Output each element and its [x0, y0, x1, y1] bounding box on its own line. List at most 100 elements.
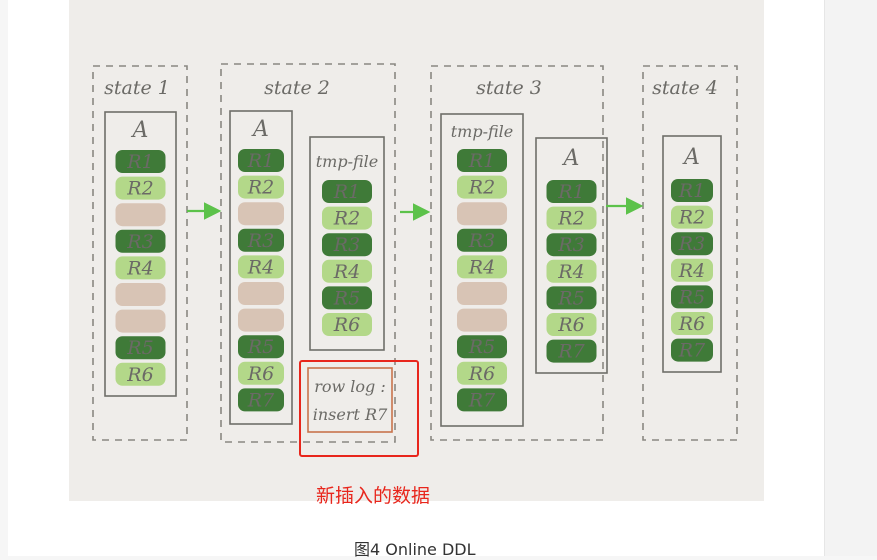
row-label-r5: R5	[247, 336, 274, 358]
row-label-r5: R5	[126, 337, 153, 359]
row-r5	[115, 336, 166, 360]
row-label-r3: R3	[126, 231, 153, 253]
row-label-r1: R1	[126, 151, 153, 173]
row-r7	[238, 388, 284, 412]
right-side-panel	[824, 0, 877, 556]
row-empty	[115, 203, 166, 227]
row-label-r1: R1	[468, 150, 495, 172]
figure-caption: 图4 Online DDL	[354, 540, 476, 559]
row-label-r1: R1	[247, 150, 274, 172]
row-r5	[457, 335, 507, 359]
row-label-r2: R2	[333, 208, 360, 230]
state-2-group: state 2AR1R2R3R4R5R6R7tmp-fileR1R2R3R4R5…	[220, 63, 419, 457]
row-empty	[238, 282, 284, 305]
row-label-r4: R4	[678, 260, 705, 282]
row-r4	[671, 258, 713, 282]
row-label-r1: R1	[333, 181, 360, 203]
row-r5	[322, 286, 372, 310]
row-r7	[546, 339, 597, 363]
row-label-r5: R5	[333, 287, 360, 309]
state-3-label: state 3	[476, 77, 542, 99]
row-label-r6: R6	[126, 364, 153, 386]
row-label-r3: R3	[247, 230, 274, 252]
row-log: row log : insert R7	[299, 360, 419, 457]
row-r1	[546, 180, 597, 203]
row-r1	[457, 149, 507, 172]
row-label-r7: R7	[468, 389, 496, 411]
row-label-r2: R2	[247, 177, 274, 199]
table-title: A	[562, 146, 580, 171]
row-label-r7: R7	[557, 341, 585, 363]
row-r1	[238, 149, 284, 172]
row-r4	[238, 255, 284, 279]
state-2-dashed-box	[220, 63, 396, 443]
row-r2	[322, 206, 372, 230]
state-1-label: state 1	[104, 77, 170, 99]
table-title: tmp-file	[451, 122, 514, 141]
row-empty	[115, 283, 166, 306]
table-border	[309, 136, 385, 351]
row-label-r4: R4	[557, 261, 584, 283]
row-empty	[457, 202, 507, 226]
row-label-r4: R4	[333, 261, 360, 283]
row-r3	[546, 233, 597, 257]
row-r2	[546, 206, 597, 230]
row-label-r4: R4	[126, 257, 153, 279]
row-r6	[115, 362, 166, 386]
table-title: A	[682, 145, 700, 170]
row-r6	[457, 361, 507, 385]
row-label-r6: R6	[557, 314, 584, 336]
row-r1	[322, 180, 372, 203]
row-label-r2: R2	[678, 207, 705, 229]
row-label-r7: R7	[247, 389, 275, 411]
state-4-label: state 4	[652, 77, 718, 99]
row-label-r6: R6	[468, 363, 495, 385]
table-title: tmp-file	[316, 152, 379, 171]
row-log-line1: row log :	[314, 377, 386, 396]
table-border	[104, 111, 177, 397]
table-border	[662, 135, 722, 373]
row-label-r1: R1	[557, 181, 584, 203]
row-r7	[457, 388, 507, 412]
row-label-r6: R6	[678, 313, 705, 335]
row-label-r4: R4	[468, 256, 495, 278]
row-r2	[671, 205, 713, 229]
table-border	[440, 113, 524, 427]
row-r6	[671, 312, 713, 335]
row-label-r6: R6	[333, 314, 360, 336]
state-2-label: state 2	[264, 77, 330, 99]
row-empty	[238, 308, 284, 332]
row-label-r6: R6	[247, 363, 274, 385]
row-label-r3: R3	[678, 233, 705, 255]
row-r4	[115, 256, 166, 280]
row-r7	[671, 338, 713, 362]
row-r5	[238, 335, 284, 359]
row-log-box	[307, 367, 393, 433]
row-label-r5: R5	[468, 336, 495, 358]
row-r3	[671, 232, 713, 256]
row-r5	[671, 285, 713, 309]
row-r3	[322, 233, 372, 257]
table-title: A	[251, 117, 269, 142]
new-insert-data-label: 新插入的数据	[316, 485, 431, 507]
row-empty	[238, 202, 284, 226]
row-label-r4: R4	[247, 256, 274, 278]
row-log-line2: insert R7	[313, 405, 388, 424]
row-label-r2: R2	[557, 208, 584, 230]
row-r6	[546, 313, 597, 336]
table-border	[535, 137, 608, 374]
row-r3	[115, 229, 166, 253]
row-r1	[671, 179, 713, 202]
row-label-r2: R2	[126, 178, 153, 200]
row-label-r7: R7	[678, 340, 706, 362]
row-empty	[115, 309, 166, 333]
